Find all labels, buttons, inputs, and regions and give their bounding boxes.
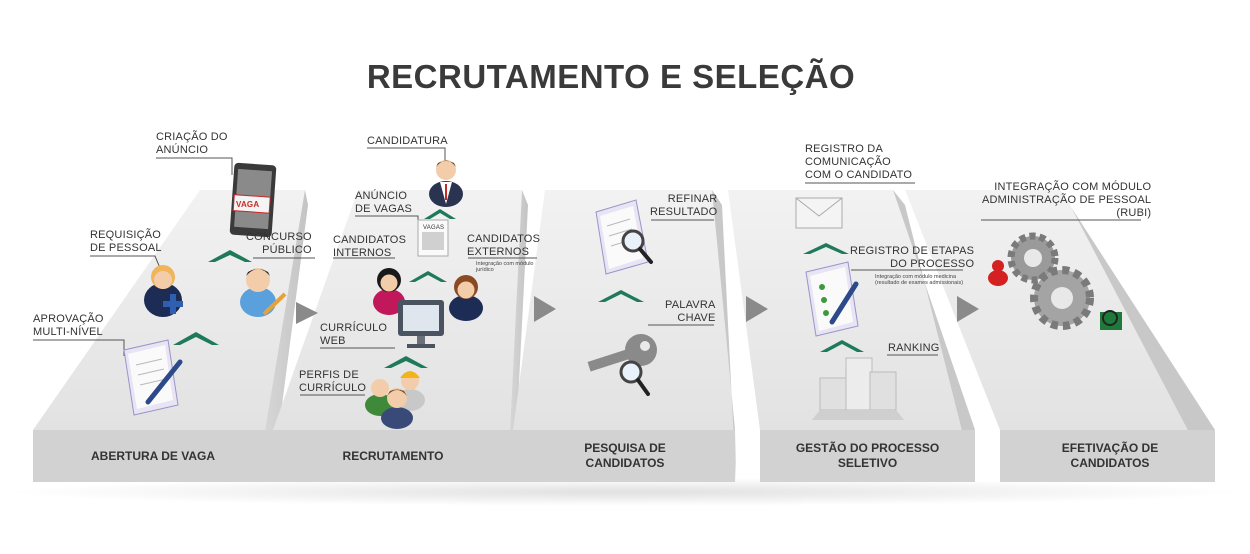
vaga-sign-text: VAGA	[236, 200, 260, 209]
flow-arrow-3	[746, 296, 768, 322]
stage-abertura-vaga: ABERTURA DE VAGA	[90, 448, 215, 463]
label-candidatura: CANDIDATURA	[367, 135, 448, 147]
tablet-vaga-icon	[229, 162, 277, 238]
podium-icon	[812, 357, 904, 420]
internal-candidate-icon	[373, 268, 405, 315]
label-ranking: RANKING	[888, 342, 940, 354]
stage-efetivacao-candidatos: EFETIVAÇÃO DE CANDIDATOS	[1061, 441, 1159, 470]
stage-gestao-processo: GESTÃO DO PROCESSO SELETIVO	[795, 441, 940, 470]
external-candidate-icon	[449, 275, 483, 321]
woman-requisition-icon	[144, 265, 183, 317]
vagas-doc-text: VAGAS	[423, 225, 445, 231]
envelope-icon	[795, 197, 843, 229]
vagas-document-icon	[417, 219, 449, 257]
flow-arrow-4	[957, 296, 979, 322]
flow-arrow-1	[296, 302, 318, 324]
monitor-icon	[398, 300, 444, 348]
page-title: RECRUTAMENTO E SELEÇÃO	[366, 58, 856, 95]
candidate-man-icon	[429, 160, 463, 207]
approval-document-icon	[123, 339, 183, 416]
search-document-icon	[595, 199, 653, 275]
flow-arrow-2	[534, 296, 556, 322]
leader-lines	[33, 147, 1141, 396]
stage-recrutamento: RECRUTAMENTO	[342, 448, 444, 463]
people-group-icon	[365, 371, 425, 429]
gears-icon	[988, 232, 1122, 330]
stage-pesquisa-candidatos: PESQUISA DE CANDIDATOS	[584, 441, 666, 470]
note-registro-etapas: Integração com módulo medicina(resultado…	[875, 274, 964, 286]
checklist-icon	[805, 261, 859, 337]
man-concurso-icon	[240, 268, 287, 317]
platform-pesquisa	[513, 190, 736, 482]
key-search-icon	[587, 334, 657, 396]
chevrons	[173, 209, 864, 368]
